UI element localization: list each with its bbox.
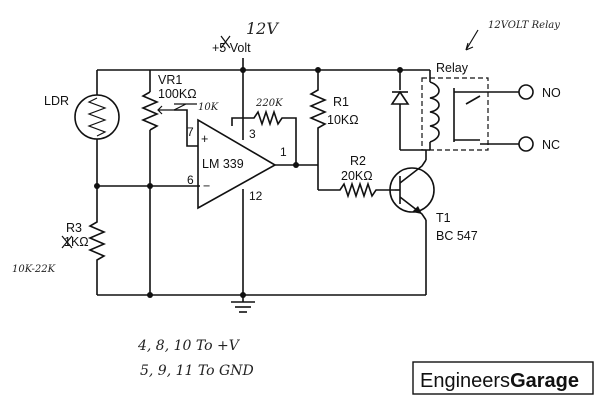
opamp-plus: + (201, 132, 208, 146)
pin-6: 6 (187, 173, 194, 187)
r3-resistor (87, 215, 107, 295)
nc-label: NC (542, 138, 560, 152)
r2-resistor (318, 181, 395, 199)
strike-mark (61, 235, 73, 249)
r2-name: R2 (350, 154, 366, 168)
r1-resistor (308, 70, 328, 190)
feedback-handwritten: 220K (255, 98, 283, 109)
relay-box (421, 77, 489, 151)
t1-name: T1 (436, 211, 451, 225)
feedback-resistor (231, 109, 297, 165)
t1-part: BC 547 (436, 229, 478, 243)
r3-handwritten: 10K-22K (12, 264, 56, 275)
brand-part1: Engineers (420, 370, 510, 392)
strike-mark (220, 35, 231, 49)
strike-mark (173, 103, 197, 111)
relay-switch-arm (465, 95, 481, 105)
emitter-arrow (412, 206, 422, 214)
noninverting-input-wire (174, 109, 198, 147)
diode-symbol (390, 90, 410, 105)
vr1-name: VR1 (158, 73, 182, 87)
supply-handwritten: 12V (246, 19, 279, 38)
r1-name: R1 (333, 95, 349, 109)
opamp-body (197, 118, 277, 210)
vr1-resistor (140, 91, 160, 131)
r3-name: R3 (66, 221, 82, 235)
pin-7: 7 (187, 125, 194, 139)
vr1-value: 100KΩ (158, 87, 197, 101)
annotation-arrow (465, 29, 479, 51)
note-line1: 4, 8, 10 To +V (137, 338, 241, 354)
vr1-wiper-arrow (157, 105, 174, 115)
collector-lead (399, 159, 427, 184)
pin-12: 12 (249, 189, 263, 203)
pin-1: 1 (280, 145, 287, 159)
supply-label: +5 Volt (212, 41, 251, 55)
brand-part2: Garage (510, 370, 579, 392)
ldr-zigzag (87, 97, 107, 137)
vr1-handwritten: 10K (198, 102, 219, 113)
brand-logo-text: EngineersGarage (420, 370, 579, 392)
r1-value: 10KΩ (327, 113, 359, 127)
ldr-label: LDR (44, 94, 69, 108)
junction-dot (147, 292, 153, 298)
brand-logo (412, 361, 594, 395)
relay-label: Relay (436, 61, 469, 75)
emitter-lead (399, 196, 427, 221)
no-label: NO (542, 86, 561, 100)
relay-coil (429, 81, 440, 143)
junction-dot (240, 292, 246, 298)
relay-handwritten: 12VOLT Relay (488, 20, 560, 31)
nc-terminal (518, 136, 534, 152)
opamp-name: LM 339 (202, 157, 244, 171)
junction-dot (293, 162, 299, 168)
note-line2: 5, 9, 11 To GND (140, 363, 254, 379)
pin-3: 3 (249, 127, 256, 141)
r2-value: 20KΩ (341, 169, 373, 183)
opamp-minus: − (203, 179, 210, 193)
no-terminal (518, 84, 534, 100)
